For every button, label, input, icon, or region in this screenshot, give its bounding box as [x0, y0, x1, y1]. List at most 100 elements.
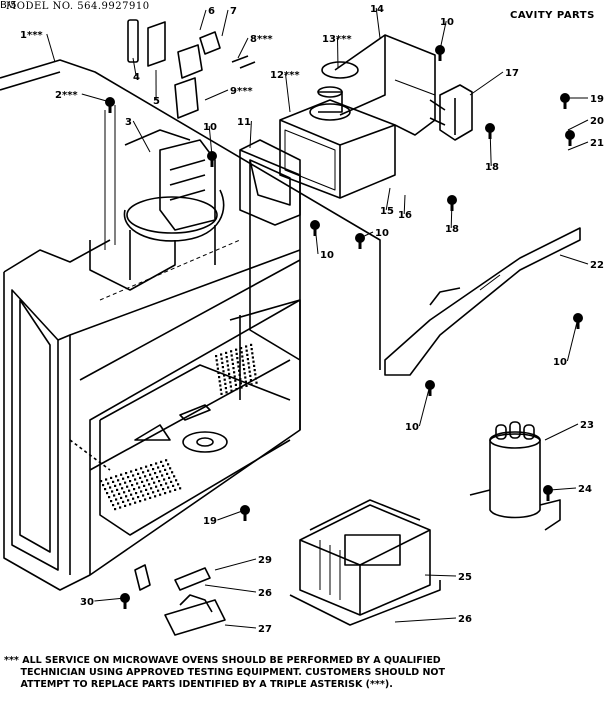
callout-leader [359, 231, 374, 239]
perforation-dot [146, 479, 149, 482]
perforation-dot [249, 379, 252, 382]
perforation-dot [128, 489, 131, 492]
perforation-dot [132, 497, 135, 500]
perforation-dot [225, 391, 228, 394]
perforation-dot [104, 488, 107, 491]
model-number: MODEL NO. 564.9927910 [6, 1, 150, 12]
screw-icon [560, 93, 570, 109]
perforation-dot [226, 360, 229, 363]
vent-perforations [100, 343, 258, 511]
perforation-dot [229, 381, 232, 384]
perforation-dot [223, 378, 226, 381]
callout-leader [285, 73, 291, 113]
screw-icon [120, 593, 130, 609]
perforation-dot [100, 480, 103, 483]
perforation-dot [144, 475, 147, 478]
perforation-dot [108, 496, 111, 499]
perforation-dot [169, 467, 172, 470]
perforation-dot [251, 352, 254, 355]
perforation-dot [218, 380, 221, 383]
perforation-dot [245, 345, 248, 348]
perforation-dot [113, 494, 116, 497]
perforation-dot [250, 348, 253, 351]
perforation-dot [222, 370, 225, 373]
callout-leader [469, 71, 504, 96]
perforation-dot [106, 492, 109, 495]
perforation-dot [218, 376, 221, 379]
callout-label: 11 [237, 117, 251, 128]
perforation-dot [109, 486, 112, 489]
perforation-dot [228, 372, 231, 375]
callout-leader [217, 509, 246, 521]
perforation-dot [174, 488, 177, 491]
perforation-dot [105, 478, 108, 481]
perforation-dot [139, 476, 142, 479]
perforation-dot [172, 484, 175, 487]
perforation-dot [175, 479, 178, 482]
perforation-dot [149, 473, 152, 476]
perforation-dot [138, 486, 141, 489]
perforation-dot [160, 484, 163, 487]
perforation-dot [131, 484, 134, 487]
perforation-dot [124, 504, 127, 507]
callout-label: 3 [125, 117, 132, 128]
perforation-dot [132, 474, 135, 477]
perforation-dot [248, 370, 251, 373]
perforation-dot [145, 465, 148, 468]
perforation-dot [239, 382, 242, 385]
callout-leader [237, 37, 249, 59]
callout-label: 10 [440, 17, 454, 28]
perforation-dot [253, 364, 256, 367]
perforation-dot [173, 475, 176, 478]
section-title: CAVITY PARTS [510, 10, 595, 21]
perforation-dot [143, 484, 146, 487]
callout-label: 30 [80, 597, 94, 608]
perforation-dot [235, 388, 238, 391]
perforation-dot [245, 384, 248, 387]
callout-label: 22 [590, 260, 604, 271]
perforation-dot [179, 487, 182, 490]
hv-capacitor [469, 421, 561, 531]
callout-leader [314, 224, 319, 255]
perforation-dot [230, 350, 233, 353]
perforation-dot [225, 351, 228, 354]
callout-leader [375, 7, 381, 39]
perforation-dot [164, 468, 167, 471]
waveguide [321, 34, 436, 136]
perforation-dot [223, 374, 226, 377]
callout-leader [385, 187, 391, 211]
perforation-dot [251, 356, 254, 359]
perforation-dot [241, 359, 244, 362]
perforation-dot [147, 469, 150, 472]
perforation-dot [154, 472, 157, 475]
perforation-dot [249, 374, 252, 377]
perforation-dot [231, 362, 234, 365]
perforation-dot [243, 372, 246, 375]
perforation-dot [129, 480, 132, 483]
perforation-dot [142, 494, 145, 497]
perforation-dot [145, 488, 148, 491]
perforation-dot [159, 470, 162, 473]
callout-leader [403, 194, 406, 215]
perforation-dot [238, 373, 241, 376]
perforation-dot [134, 501, 137, 504]
screw-icon [565, 130, 575, 146]
perforation-dot [253, 369, 256, 372]
perforation-dot [235, 352, 238, 355]
screw-icon [573, 313, 583, 329]
perforation-dot [246, 358, 249, 361]
perforation-dot [245, 349, 248, 352]
perforation-dot [150, 464, 153, 467]
air-duct [239, 139, 301, 226]
callout-label: 14 [370, 4, 384, 15]
perforation-dot [239, 378, 242, 381]
exploded-view-drawing: 1***2***345678***9***1010101010101112***… [0, 4, 604, 636]
perforation-dot [119, 483, 122, 486]
callout-leader [567, 119, 589, 131]
perforation-dot [227, 368, 230, 371]
callout-label: 15 [380, 206, 394, 217]
perforation-dot [224, 382, 227, 385]
perforation-dot [158, 480, 161, 483]
callout-label: 4 [133, 72, 140, 83]
